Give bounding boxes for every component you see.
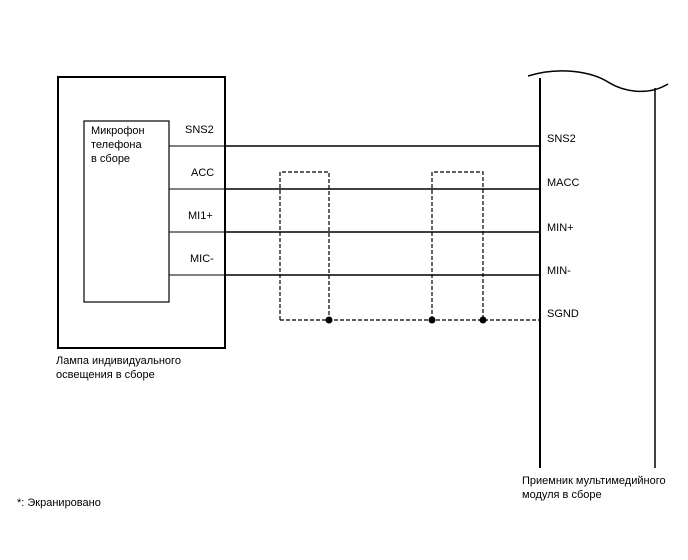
left-component-caption: Лампа индивидуального освещения в сборе — [56, 355, 181, 381]
right-pin-label-min-minus: MIN- — [547, 265, 571, 277]
left-pin-label-sns2: SNS2 — [185, 124, 214, 136]
footnote: *: Экранировано — [17, 497, 101, 509]
right-pin-label-sns2: SNS2 — [547, 133, 576, 145]
junction-dot — [428, 316, 436, 324]
microphone-label: Микрофон телефона в сборе — [91, 125, 145, 165]
shield-2 — [431, 171, 484, 320]
left-pin-label-acc: ACC — [191, 167, 215, 179]
left-pin-label-mi1-plus: MI1+ — [188, 210, 213, 222]
junction-dot — [325, 316, 333, 324]
left-component-box — [57, 76, 226, 349]
right-component-break-line — [527, 70, 669, 93]
right-pin-label-sgnd: SGND — [547, 308, 579, 320]
microphone-box — [83, 120, 170, 303]
shield-1 — [279, 171, 330, 320]
left-pin-label-mic-minus: MIC- — [190, 253, 214, 265]
junction-dot — [479, 316, 487, 324]
right-pin-label-min-plus: MIN+ — [547, 222, 574, 234]
right-component-caption: Приемник мультимедийного модуля в сборе — [522, 475, 666, 501]
right-pin-label-macc: MACC — [547, 177, 580, 189]
